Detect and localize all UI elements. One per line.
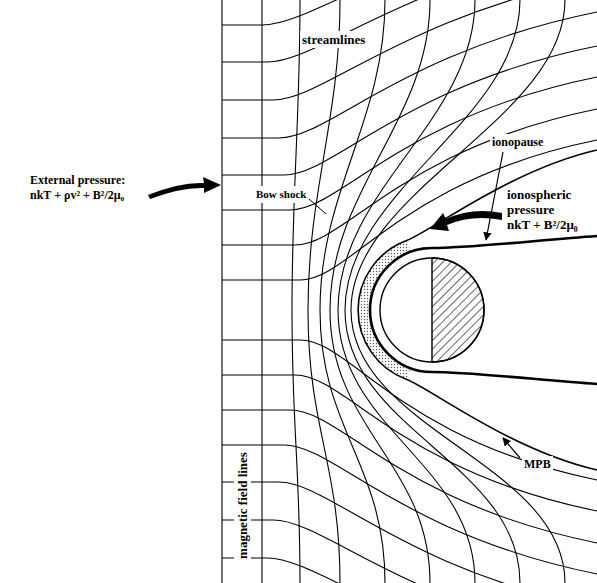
mpb-boundary <box>358 150 597 470</box>
planet <box>380 258 484 362</box>
mpb-label: MPB <box>522 456 553 473</box>
leader-arrow <box>486 152 503 240</box>
ionopause-label: ionopause <box>490 134 545 151</box>
external-pressure-label: External pressure: nkT + ρv² + B²/2μ₀ <box>28 172 128 204</box>
leader-arrow <box>503 438 520 458</box>
leader-line <box>309 199 326 214</box>
bow-shock-label: Bow shock <box>254 186 308 203</box>
ionospheric-pressure-label: ionospheric pressure nkT + B²/2μ₀ <box>505 186 580 233</box>
streamlines-label: streamlines <box>300 31 367 48</box>
planet-night-side <box>432 258 484 362</box>
ionopause-boundary <box>370 236 597 384</box>
magnetic-field-lines <box>222 0 565 583</box>
streamlines <box>222 0 597 583</box>
pressure-arrow <box>148 177 221 199</box>
field-lines-label: magnetic field lines <box>233 450 250 561</box>
